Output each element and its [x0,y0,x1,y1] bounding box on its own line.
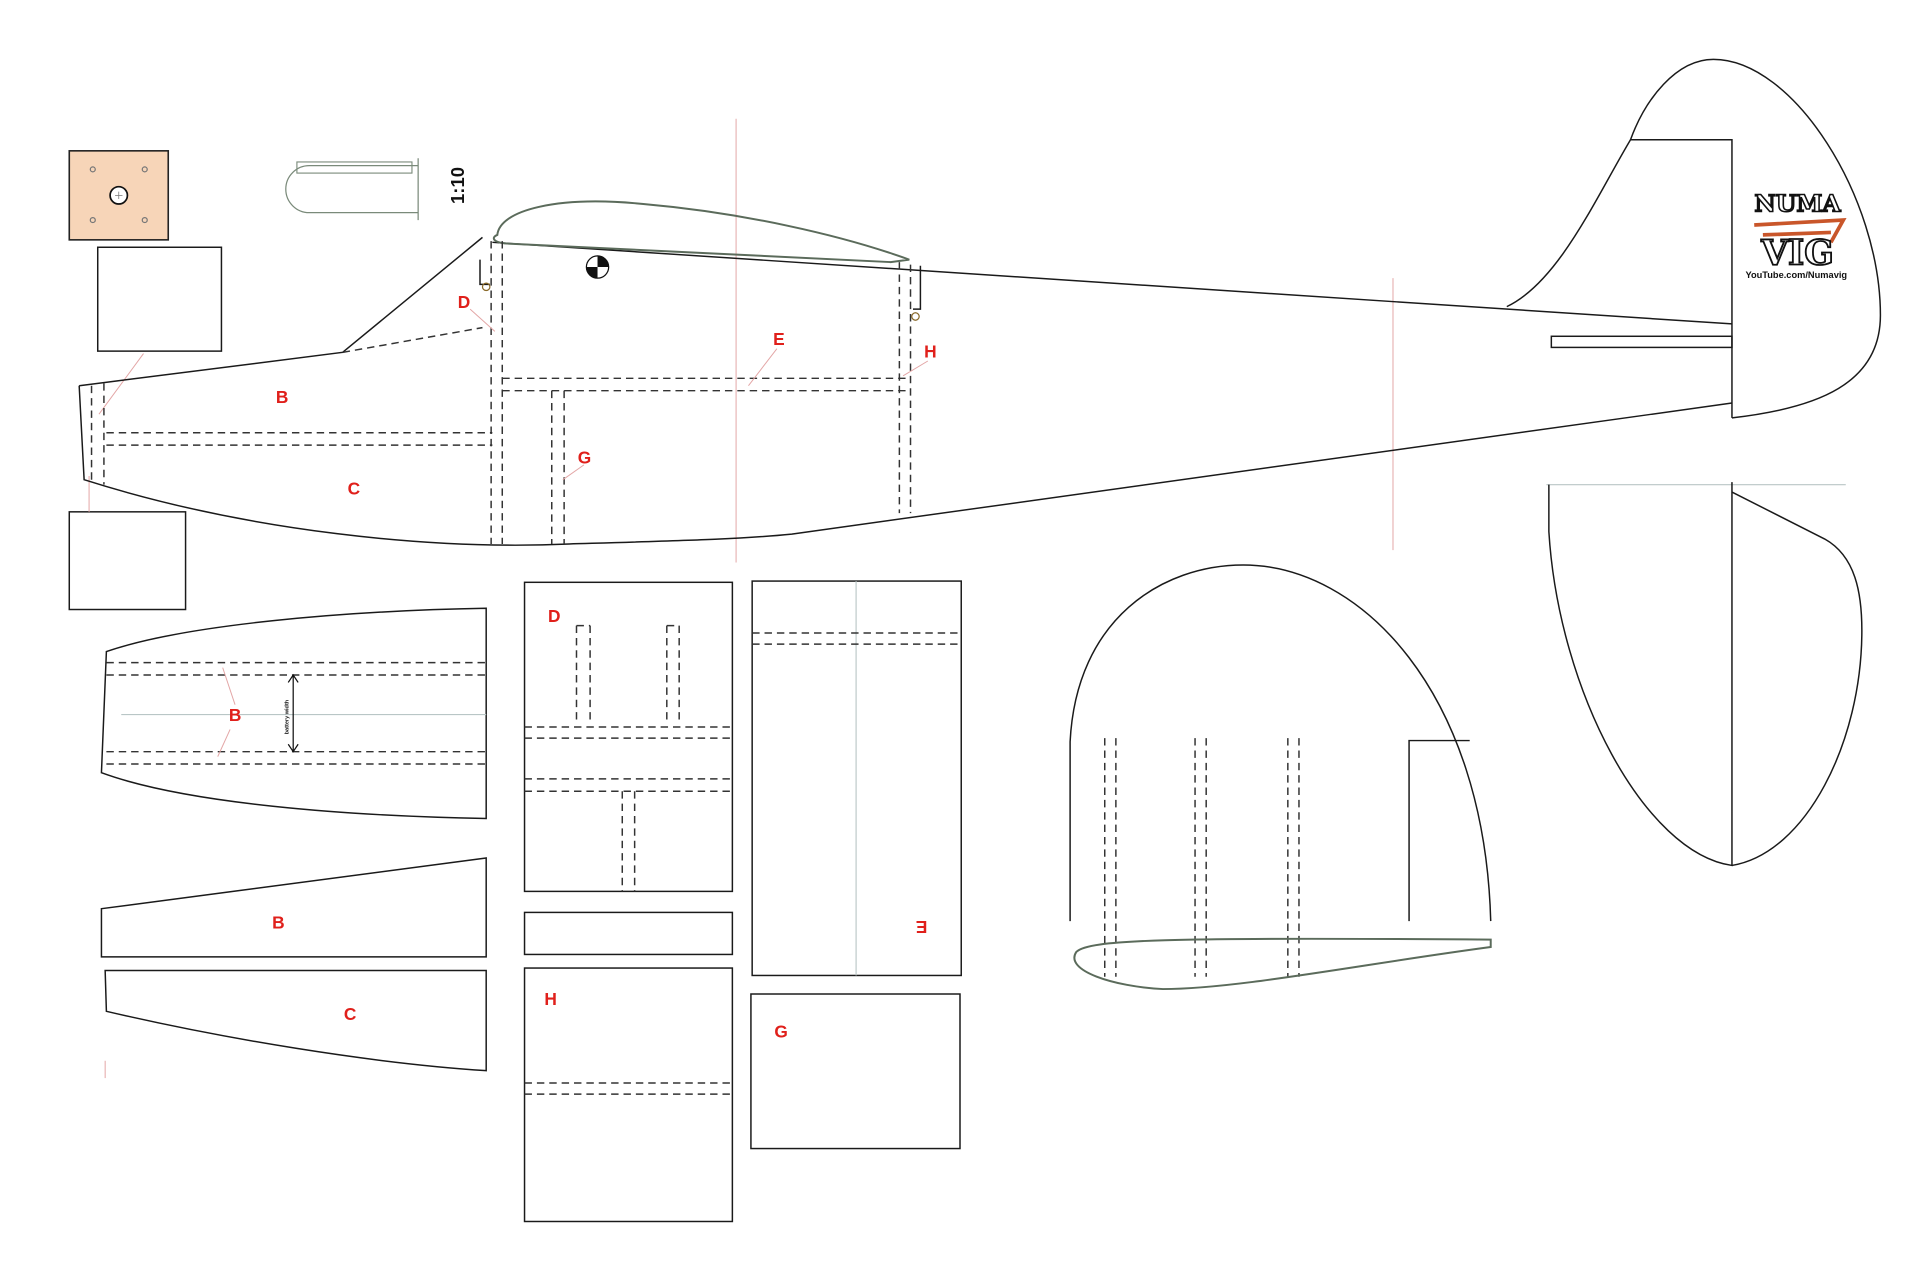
svg-text:E: E [916,917,928,937]
part-panel-g: G [750,993,961,1150]
fuselage-side-view: B C D E G H [78,58,1882,563]
svg-text:B: B [229,705,242,725]
label-b: B [276,387,289,407]
part-side-c: C [104,969,487,1079]
part-strip [523,911,734,956]
label-c: C [348,479,361,499]
cg-marker-icon [585,255,610,279]
svg-text:VIG: VIG [1760,233,1834,274]
wing-tip-template [285,158,419,221]
svg-text:C: C [344,1004,357,1024]
part-panel-h: H [523,967,734,1223]
label-d: D [458,292,471,312]
battery-width-note: battery width [284,699,290,734]
scale-label: 1:10 [447,167,468,204]
svg-text:B: B [272,912,285,932]
label-e: E [773,329,785,349]
numavig-logo: NUMA VIG YouTube.com/Numavig [1745,189,1847,281]
nose-part [68,511,187,611]
wing-plan [1069,564,1492,991]
svg-text:YouTube.com/Numavig: YouTube.com/Numavig [1745,270,1847,280]
svg-text:H: H [544,989,557,1009]
part-bottom-b: battery width B [100,607,487,820]
svg-text:D: D [548,606,561,626]
label-h: H [924,341,937,361]
svg-text:G: G [774,1021,787,1041]
part-side-b: B [100,857,487,958]
svg-text:NUMA: NUMA [1754,189,1841,217]
part-panel-d: D [523,581,734,893]
stabilizer-plan [1546,482,1863,867]
part-panel-e: E [751,580,962,977]
motor-mount [68,150,170,241]
label-g: G [578,448,591,468]
firewall-part [96,246,223,352]
